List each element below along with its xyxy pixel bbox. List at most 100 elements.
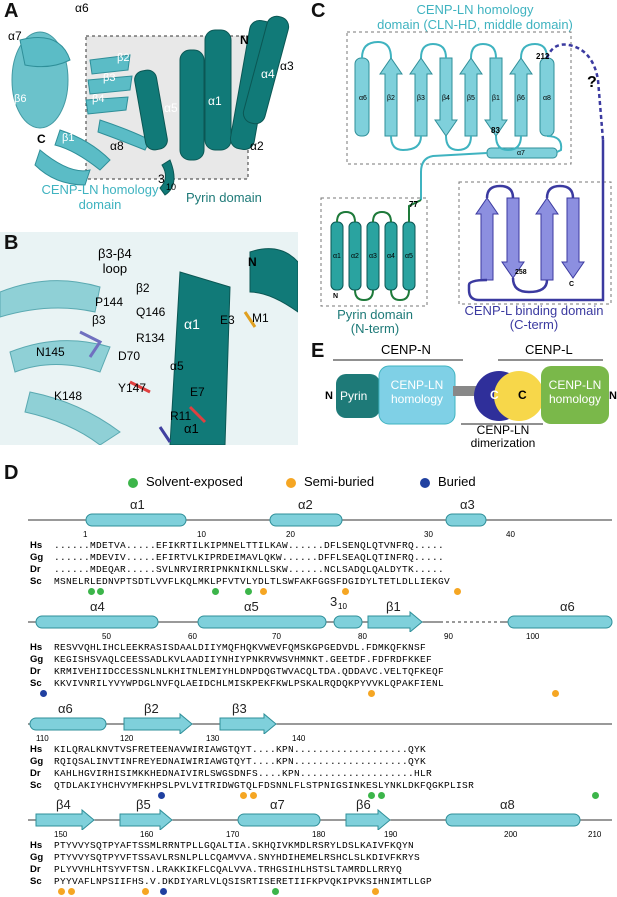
- num-83: 83: [491, 126, 500, 135]
- panel-letter-d: D: [4, 462, 19, 484]
- clnhd-strand-b6: β6: [517, 95, 525, 102]
- num-200: 200: [504, 830, 518, 839]
- label-n: N: [248, 255, 257, 269]
- c-label-1: C: [490, 388, 499, 402]
- dot: [97, 588, 104, 595]
- panel-letter-b: B: [4, 232, 19, 254]
- dot: [68, 888, 75, 895]
- topology-diagram: [320, 31, 612, 307]
- seq-row-sc: KKVIVNRILYVYWPDGLNVFQLAEIDCHLMISKPEKFKWL…: [54, 678, 445, 689]
- num-180: 180: [312, 830, 326, 839]
- label-a1-top: α1: [184, 316, 200, 332]
- clnhd-strand-b4: β4: [442, 95, 450, 102]
- num-212: 212: [536, 52, 550, 61]
- clnhd-strand-b2: β2: [387, 95, 395, 102]
- species-sc: Sc: [30, 678, 42, 689]
- dimerization-label-1: CENP-LN: [476, 423, 530, 437]
- species-gg: Gg: [30, 654, 44, 665]
- num-40: 40: [506, 530, 515, 539]
- num-170: 170: [226, 830, 240, 839]
- species-sc: Sc: [30, 780, 42, 791]
- ss-a3: α3: [460, 497, 475, 512]
- clnhd-strand-b5: β5: [467, 95, 475, 102]
- ss-b6: β6: [356, 797, 371, 812]
- label-b2: β2: [117, 52, 130, 64]
- dot: [454, 588, 461, 595]
- label-a2: α2: [250, 139, 264, 153]
- num-30: 30: [424, 530, 433, 539]
- label-n: N: [240, 33, 249, 47]
- legend-solvent: Solvent-exposed: [146, 474, 243, 489]
- dot: [212, 588, 219, 595]
- panel-b-structure: [0, 248, 298, 445]
- legend-buried: Buried: [438, 474, 476, 489]
- num-100: 100: [526, 632, 540, 641]
- dot: [372, 888, 379, 895]
- label-n145: N145: [36, 345, 65, 359]
- label-q146: Q146: [136, 305, 166, 319]
- num-110: 110: [36, 734, 49, 743]
- legend-dot-blue: [420, 478, 430, 488]
- ss-b4: β4: [56, 797, 71, 812]
- label-b2: β2: [136, 281, 150, 295]
- label-b5: β5: [68, 112, 81, 124]
- cenpl-caption-2: (C-term): [509, 317, 559, 332]
- label-a4: α4: [261, 67, 275, 81]
- ss-b1: β1: [386, 599, 401, 614]
- label-a8: α8: [110, 139, 124, 153]
- pyrin-caption-1: Pyrin domain: [337, 307, 413, 322]
- ss-3: 3: [330, 594, 338, 609]
- seq-row-gg: KEGISHSVAQLCEESSADLKVLAADIIYNHIYPNKRVWSV…: [54, 654, 433, 665]
- dot: [342, 588, 349, 595]
- label-a7: α7: [8, 29, 22, 43]
- dot: [250, 792, 257, 799]
- panel-letter-c: C: [311, 0, 326, 22]
- cenpl-caption: CENP-L binding domain (C-term): [451, 304, 617, 332]
- label-3: 3: [158, 172, 165, 186]
- label-r11: R11: [170, 409, 192, 423]
- num-1: 1: [83, 530, 88, 539]
- c-label-2: C: [518, 388, 527, 402]
- num-190: 190: [384, 830, 398, 839]
- dimerization-label-2: dimerization: [470, 436, 536, 450]
- seq-row-hs: PTYVVYSQTPYAFTSSMLRRNTPLLGQALTIA.SKHQIVK…: [54, 840, 415, 851]
- label-a1: α1: [208, 94, 222, 108]
- n-label-2: N: [609, 390, 617, 402]
- label-b6: β6: [14, 93, 27, 105]
- ss-track-3: [28, 712, 612, 734]
- ss-b5: β5: [136, 797, 151, 812]
- label-b3: β3: [103, 72, 116, 84]
- seq-row-dr: KRMIVEHIIDCCESSNLNLKHITNLEMIYHLDNPDQGTWV…: [54, 666, 445, 677]
- species-sc: Sc: [30, 576, 42, 587]
- num-150: 150: [54, 830, 68, 839]
- domain-label-cenp-ln: CENP-LN homology domain: [41, 182, 159, 212]
- seq-row-hs: KILQRALKNVTVSFRETEENAVWIRIAWGTQYT....KPN…: [54, 744, 427, 755]
- clnhd-title: CENP-LN homology domain (CLN-HD, middle …: [345, 2, 605, 32]
- dot: [58, 888, 65, 895]
- dot: [240, 792, 247, 799]
- dot: [158, 792, 165, 799]
- dot: [272, 888, 279, 895]
- seq-row-hs: ......MDETVA.....EFIKRTILKIPMNELTTILKAW.…: [54, 540, 445, 551]
- clnhd-title-1: CENP-LN homology: [416, 2, 534, 17]
- dot: [378, 792, 385, 799]
- alignment-block-2: α4 α5 3 10 β1 α6 50 60 70 80 90 100 Hs G…: [0, 594, 617, 699]
- label-a1-bottom: α1: [184, 421, 199, 436]
- label-a5: α5: [170, 359, 184, 373]
- label-10: 10: [166, 182, 177, 192]
- seq-row-gg: PTYVVYSQTPYVFTSSAVLRSNLPLLCQAMVVA.SNYHDI…: [54, 852, 421, 863]
- clnhd-helix-a7: α7: [517, 150, 525, 157]
- cenpn-label: CENP-N: [381, 342, 431, 357]
- ss-a7: α7: [270, 797, 285, 812]
- ss-track-4: [28, 808, 612, 830]
- species-hs: Hs: [30, 642, 43, 653]
- num-210: 210: [588, 830, 602, 839]
- legend-dot-orange: [286, 478, 296, 488]
- ss-a2: α2: [298, 497, 313, 512]
- num-160: 160: [140, 830, 154, 839]
- species-hs: Hs: [30, 540, 43, 551]
- ss-a6: α6: [560, 599, 575, 614]
- ss-a1: α1: [130, 497, 145, 512]
- dot: [160, 888, 167, 895]
- cenpl-caption-1: CENP-L binding domain: [464, 303, 604, 318]
